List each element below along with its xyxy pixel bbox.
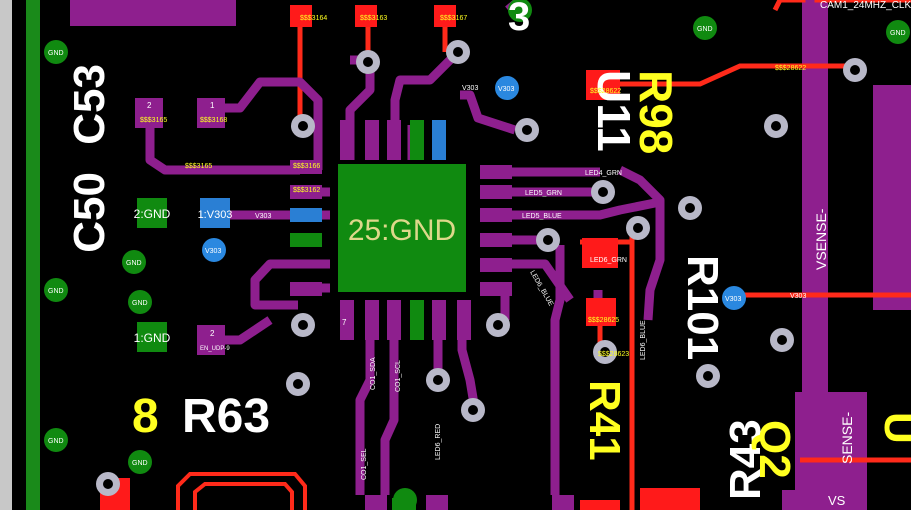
ref-r63: R63: [182, 390, 270, 443]
net-3163: $$$3163: [360, 15, 387, 22]
led6-grn-label: LED6_GRN: [590, 257, 627, 264]
net-3166: $$$3166: [293, 163, 320, 170]
net-3164: $$$3164: [300, 15, 327, 22]
ic-ground-pad: [338, 164, 466, 292]
ref-u11: U11: [588, 70, 640, 152]
co1-scl-label: CO1_SCL: [395, 360, 402, 392]
net-3165: $$$3165: [140, 117, 167, 124]
copper-pour-top: [70, 0, 236, 26]
net-3165-trace: $$$3165: [185, 163, 212, 170]
net-3162: $$$3162: [293, 187, 320, 194]
net-28622: $$$28622: [590, 88, 621, 95]
sense-net-label: SENSE-: [839, 412, 855, 464]
cam-clk-label: CAM1_24MHZ_CLK: [820, 0, 911, 11]
ref-u-right: U: [875, 412, 911, 444]
pad-number: 1: [210, 101, 215, 110]
gnd-label: GND: [890, 30, 906, 37]
gnd-vias: [44, 0, 910, 510]
v303-label: V303: [725, 296, 741, 303]
label-three: 3: [508, 0, 530, 39]
red-traces: [297, 0, 911, 510]
en-label: EN_UDP-9: [200, 346, 230, 352]
net-28623: $$$28623: [598, 351, 629, 358]
green-pads: [137, 120, 466, 510]
net-3168: $$$3168: [200, 117, 227, 124]
led4-grn-label: LED4_GRN: [585, 170, 622, 177]
pad-2gnd-label: 2:GND: [134, 207, 171, 221]
pad-1gnd-label: 1:GND: [134, 331, 171, 345]
ref-8: 8: [132, 390, 159, 443]
gnd-label: GND: [48, 288, 64, 295]
net-28625: $$$28625: [588, 317, 619, 324]
v303-trace-label: V303: [255, 213, 271, 220]
gnd-rail-left: [26, 0, 40, 510]
ref-r43: R43: [721, 419, 770, 500]
led6-red-label: LED6_RED: [435, 424, 442, 460]
blue-pads: [200, 120, 446, 228]
v303-label: V303: [498, 86, 514, 93]
through-vias: [96, 40, 867, 496]
v303-label: V303: [205, 248, 221, 255]
vsense-pour: [802, 0, 828, 420]
v303-trace-label: V303: [462, 85, 478, 92]
led6-blue-vertical-label: LED6_BLUE: [640, 320, 647, 360]
ref-c53: C53: [65, 64, 114, 145]
gnd-label: GND: [48, 438, 64, 445]
pin-7-label: 7: [342, 318, 347, 327]
ic-pad-label: 25:GND: [348, 214, 456, 247]
board-edge: [0, 0, 12, 510]
v303-vias: [202, 76, 746, 310]
ref-r101: R101: [678, 255, 727, 360]
led5-blue-label: LED5_BLUE: [522, 213, 562, 220]
pad-1v303-label: 1:V303: [198, 209, 233, 221]
co1-sel-label: CO1_SEL: [361, 448, 368, 480]
net-28622-trace: $$$28622: [775, 65, 806, 72]
pad-number: 2: [147, 101, 152, 110]
gnd-label: GND: [126, 260, 142, 267]
purple-pads: [135, 98, 856, 510]
v303-trace-label: V303: [790, 293, 806, 300]
ref-c50: C50: [65, 172, 114, 253]
pad-number: 2: [210, 329, 215, 338]
ref-r98: R98: [630, 70, 682, 154]
gnd-label: GND: [48, 50, 64, 57]
gnd-label: GND: [132, 300, 148, 307]
ref-r41: R41: [580, 380, 629, 461]
ref-q2: Q2: [750, 420, 799, 479]
net-3167: $$$3167: [440, 15, 467, 22]
gnd-label: GND: [697, 26, 713, 33]
vsense-net-label: VSENSE-: [813, 208, 829, 270]
red-pads: [100, 5, 620, 510]
gnd-label: GND: [132, 460, 148, 467]
vs-label: VS: [828, 493, 846, 508]
co1-sda-label: CO1_SDA: [370, 357, 377, 390]
led5-grn-label: LED5_GRN: [525, 190, 562, 197]
